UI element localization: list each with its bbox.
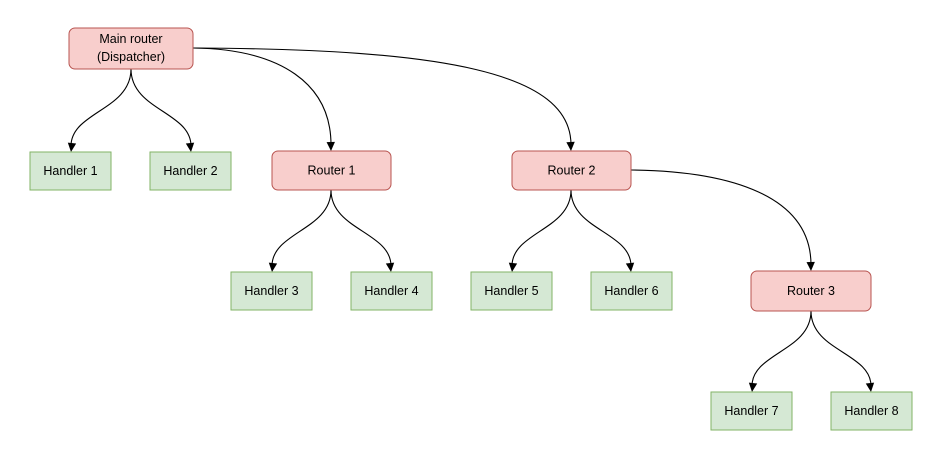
edge-router-1-to-handler-3 [268, 189, 332, 272]
edge-router-3-to-handler-7 [748, 310, 812, 392]
edge-line [192, 47, 572, 146]
edge-line [130, 68, 192, 147]
edge-line [511, 189, 572, 267]
edge-line [630, 169, 812, 266]
edge-main-to-router-2 [192, 47, 575, 151]
node-shape[interactable] [68, 27, 194, 70]
edge-line [70, 68, 132, 147]
edge-arrowhead [748, 382, 758, 392]
edge-router-3-to-handler-8 [810, 310, 875, 392]
node-handler-1[interactable]: Handler 1 [29, 151, 112, 191]
edge-arrowhead [268, 262, 278, 272]
edge-main-to-router-1 [192, 47, 335, 151]
edge-line [570, 189, 632, 267]
edge-line [192, 47, 332, 146]
node-shape[interactable] [830, 391, 913, 431]
edge-main-to-handler-1 [67, 68, 132, 152]
edge-line [330, 189, 392, 267]
edge-router-1-to-handler-4 [330, 189, 395, 272]
node-handler-2[interactable]: Handler 2 [149, 151, 232, 191]
node-handler-7[interactable]: Handler 7 [710, 391, 793, 431]
node-handler-6[interactable]: Handler 6 [590, 271, 673, 311]
edges-layer [67, 47, 875, 392]
node-shape[interactable] [149, 151, 232, 191]
node-shape[interactable] [710, 391, 793, 431]
node-router-2[interactable]: Router 2 [511, 150, 632, 191]
edge-line [271, 189, 332, 267]
edge-arrowhead [806, 261, 815, 271]
node-shape[interactable] [511, 150, 632, 191]
node-handler-8[interactable]: Handler 8 [830, 391, 913, 431]
node-handler-4[interactable]: Handler 4 [350, 271, 433, 311]
edge-line [810, 310, 872, 387]
edge-arrowhead [67, 142, 77, 152]
node-main-router[interactable]: Main router(Dispatcher) [68, 27, 194, 70]
node-handler-5[interactable]: Handler 5 [470, 271, 553, 311]
nodes-layer: Main router(Dispatcher) Handler 1 Handler … [29, 27, 913, 431]
edge-arrowhead [185, 142, 195, 152]
edge-arrowhead [865, 382, 875, 392]
edge-arrowhead [625, 262, 635, 272]
node-handler-3[interactable]: Handler 3 [230, 271, 313, 311]
node-shape[interactable] [29, 151, 112, 191]
node-router-3[interactable]: Router 3 [750, 270, 872, 312]
edge-router-2-to-handler-6 [570, 189, 635, 272]
edge-arrowhead [508, 262, 518, 272]
edge-router-2-to-router-3 [630, 169, 815, 271]
node-shape[interactable] [470, 271, 553, 311]
node-shape[interactable] [750, 270, 872, 312]
edge-arrowhead [326, 141, 335, 151]
edge-arrowhead [385, 262, 395, 272]
edge-arrowhead [566, 141, 575, 151]
node-shape[interactable] [230, 271, 313, 311]
edge-router-2-to-handler-5 [508, 189, 572, 272]
node-router-1[interactable]: Router 1 [271, 150, 392, 191]
node-shape[interactable] [350, 271, 433, 311]
node-shape[interactable] [271, 150, 392, 191]
edge-line [751, 310, 812, 387]
node-shape[interactable] [590, 271, 673, 311]
edge-main-to-handler-2 [130, 68, 195, 152]
